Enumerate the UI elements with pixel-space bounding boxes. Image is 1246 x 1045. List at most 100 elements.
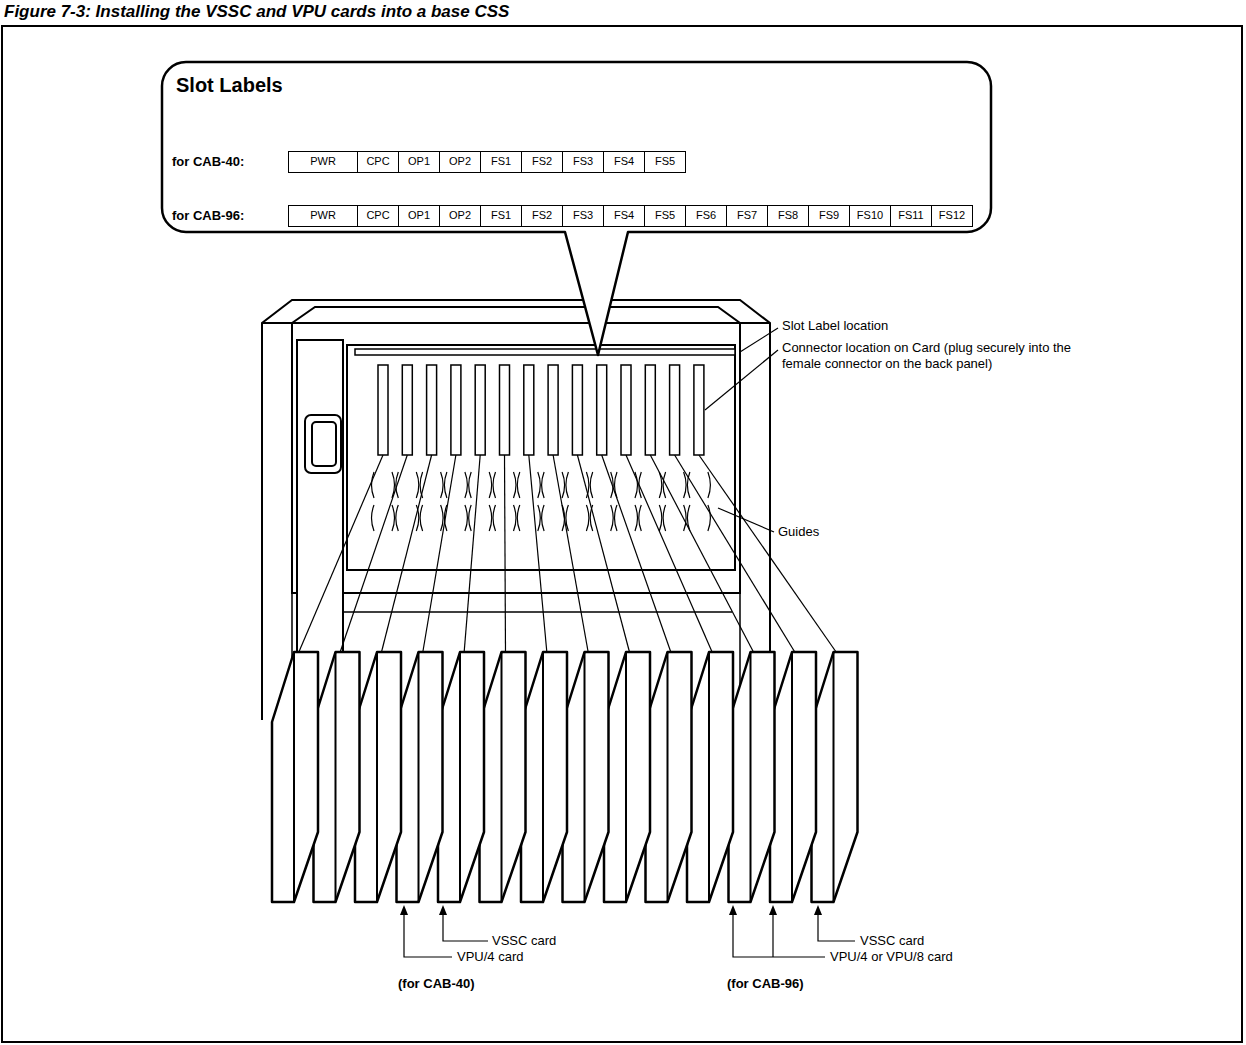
card-label: VSSC card bbox=[860, 933, 924, 949]
leader-line bbox=[553, 455, 588, 654]
leader-line bbox=[577, 455, 630, 654]
circuit-card bbox=[397, 652, 443, 902]
slot-label-cell: FS9 bbox=[808, 205, 850, 227]
card-slot bbox=[548, 365, 558, 455]
slot-label-cell: FS5 bbox=[644, 205, 686, 227]
power-supply bbox=[297, 340, 343, 700]
leader-line bbox=[733, 912, 825, 957]
figure-title: Figure 7-3: Installing the VSSC and VPU … bbox=[4, 2, 509, 22]
slot-label-cell: PWR bbox=[288, 151, 358, 173]
slot-label-cell: FS4 bbox=[603, 205, 645, 227]
card-slot bbox=[378, 365, 388, 455]
leader-line bbox=[529, 455, 547, 654]
card-guide bbox=[372, 472, 395, 498]
card-slot bbox=[670, 365, 680, 455]
arrowhead bbox=[729, 905, 737, 915]
figure-frame bbox=[2, 26, 1242, 1042]
card-edge bbox=[459, 652, 461, 902]
leader-line bbox=[650, 455, 754, 654]
chassis-edge bbox=[262, 322, 292, 324]
card-guide bbox=[469, 472, 492, 498]
slot-label-cell: OP2 bbox=[439, 205, 481, 227]
slot-label-cell: CPC bbox=[357, 205, 399, 227]
leader-line bbox=[705, 350, 778, 410]
slot-label-cell: OP1 bbox=[398, 151, 440, 173]
slot-label-cell: CPC bbox=[357, 151, 399, 173]
card-slot bbox=[427, 365, 437, 455]
card-guide bbox=[517, 472, 540, 498]
slot-label-cell: FS8 bbox=[767, 205, 809, 227]
leader-line bbox=[626, 455, 713, 654]
arrowhead bbox=[814, 905, 822, 915]
circuit-card bbox=[314, 652, 360, 902]
card-leaders bbox=[298, 455, 838, 654]
card-guide bbox=[444, 472, 467, 498]
card-guide bbox=[420, 505, 443, 531]
card-slot bbox=[621, 365, 631, 455]
arrowhead bbox=[439, 905, 447, 915]
card-slot bbox=[597, 365, 607, 455]
circuit-card bbox=[438, 652, 484, 902]
card-guide bbox=[542, 505, 565, 531]
circuit-card bbox=[729, 652, 775, 902]
card-guide bbox=[639, 472, 662, 498]
chassis-front bbox=[292, 323, 740, 593]
leader-line bbox=[718, 508, 774, 532]
callout-label: Guides bbox=[778, 524, 819, 540]
card-slot bbox=[572, 365, 582, 455]
card-slot bbox=[645, 365, 655, 455]
circuit-card bbox=[604, 652, 650, 902]
leader-line bbox=[505, 455, 506, 654]
callout-heading: Slot Labels bbox=[176, 74, 283, 97]
power-supply-handle bbox=[312, 422, 336, 466]
leader-line bbox=[602, 455, 672, 654]
leader-line bbox=[464, 455, 480, 654]
card-slot bbox=[402, 365, 412, 455]
card-edge bbox=[418, 652, 420, 902]
card-edge bbox=[501, 652, 503, 902]
cards bbox=[272, 652, 858, 902]
group-label: (for CAB-40) bbox=[398, 976, 475, 992]
circuit-card bbox=[355, 652, 401, 902]
slot-label-cell: FS10 bbox=[849, 205, 891, 227]
chassis-top bbox=[292, 307, 740, 323]
callout-outline-path bbox=[162, 62, 991, 355]
card-slot bbox=[694, 365, 704, 455]
circuit-card bbox=[480, 652, 526, 902]
card-edge bbox=[708, 652, 710, 902]
arrowheads bbox=[400, 905, 822, 915]
card-slot bbox=[524, 365, 534, 455]
card-guide bbox=[517, 505, 540, 531]
card-edge bbox=[625, 652, 627, 902]
card-edge bbox=[750, 652, 752, 902]
slot-label-cell: FS1 bbox=[480, 205, 522, 227]
leader-line bbox=[340, 455, 408, 654]
slot-label-cell: FS11 bbox=[890, 205, 932, 227]
card-edge bbox=[335, 652, 337, 902]
callout-label: Connector location on Card (plug securel… bbox=[782, 340, 1072, 371]
arrowhead bbox=[400, 905, 408, 915]
card-edge bbox=[791, 652, 793, 902]
slot-label-strip bbox=[355, 349, 735, 355]
card-guide bbox=[444, 505, 467, 531]
leader-line bbox=[818, 912, 855, 941]
card-guide bbox=[590, 472, 613, 498]
card-edge bbox=[584, 652, 586, 902]
leader-line bbox=[699, 455, 838, 654]
slot-label-cell: FS6 bbox=[685, 205, 727, 227]
circuit-card bbox=[272, 652, 318, 902]
card-label: VPU/4 card bbox=[457, 949, 523, 965]
card-guide bbox=[566, 505, 589, 531]
circuit-card bbox=[521, 652, 567, 902]
leader-line bbox=[772, 912, 773, 957]
card-edge bbox=[833, 652, 835, 902]
slot-label-cell: FS2 bbox=[521, 205, 563, 227]
arrowhead bbox=[769, 905, 777, 915]
slot-label-cell: FS3 bbox=[562, 205, 604, 227]
card-label: VPU/4 or VPU/8 card bbox=[830, 949, 953, 965]
leader-line bbox=[675, 455, 796, 654]
circuit-card bbox=[770, 652, 816, 902]
circuit-card bbox=[687, 652, 733, 902]
row-heading: for CAB-96: bbox=[172, 208, 244, 224]
